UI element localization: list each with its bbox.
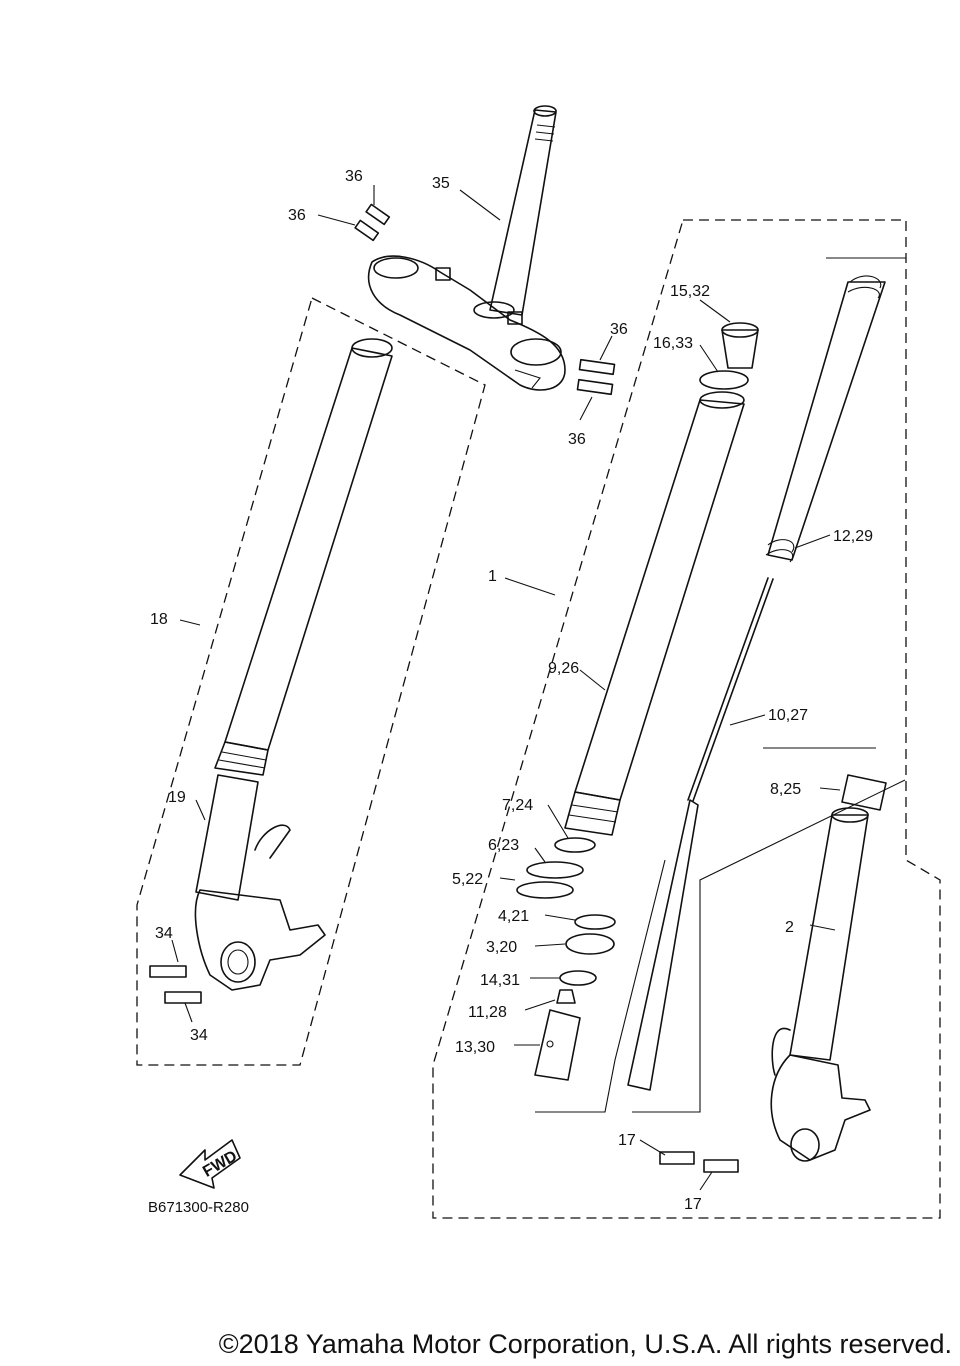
label-18: 18: [150, 611, 168, 628]
lower-guide-lines: [535, 257, 906, 1113]
label-5-22: 5,22: [452, 871, 483, 888]
label-34-top: 34: [155, 925, 173, 942]
label-15-32: 15,32: [670, 283, 710, 300]
label-17-bottom: 17: [684, 1196, 702, 1213]
label-4-21: 4,21: [498, 908, 529, 925]
left-fork-bottom-bracket: [194, 824, 326, 991]
label-36-top: 36: [345, 168, 363, 185]
diagram-reference-code: B671300-R280: [148, 1199, 249, 1216]
label-13-30: 13,30: [455, 1039, 495, 1056]
outer-fork-tube: [770, 774, 887, 1162]
label-35: 35: [432, 175, 450, 192]
steering-stem: [473, 105, 557, 319]
damper-rod: [627, 577, 774, 1091]
inner-fork-tube: [564, 391, 745, 836]
label-3-20: 3,20: [486, 939, 517, 956]
fork-cap-bolt: [699, 322, 759, 390]
label-1: 1: [488, 568, 497, 585]
copyright-notice: ©2018 Yamaha Motor Corporation, U.S.A. A…: [218, 1329, 952, 1359]
label-12-29: 12,29: [833, 528, 873, 545]
left-fork-assembly-outline: [136, 297, 486, 1066]
label-17-top: 17: [618, 1132, 636, 1149]
label-10-27: 10,27: [768, 707, 808, 724]
label-11-28: 11,28: [468, 1004, 507, 1021]
oil-lock-piece: [534, 1009, 581, 1081]
left-fork-tube: [195, 338, 393, 901]
label-6-23: 6,23: [488, 837, 519, 854]
oil-seal-stack: [516, 837, 616, 1004]
label-9-26: 9,26: [548, 660, 579, 677]
under-bracket: [367, 255, 566, 391]
bracket-bolts: [354, 203, 616, 396]
label-14-31: 14,31: [480, 972, 520, 989]
left-caliper-bolts: [149, 965, 202, 1004]
right-fork-assembly-outline: [432, 219, 941, 1219]
label-8-25: 8,25: [770, 781, 801, 798]
label-2: 2: [785, 919, 794, 936]
fwd-arrow-icon: FWD: [179, 1139, 241, 1189]
front-fork-exploded-diagram: FWD 35 36 36 36 36 15,32 16,33 12,29 1 1…: [136, 105, 941, 1219]
leader-lines: [171, 185, 841, 1191]
label-7-24: 7,24: [502, 797, 533, 814]
label-36-right-upper: 36: [610, 321, 628, 338]
fork-spring: [765, 275, 886, 563]
label-36-right-lower: 36: [568, 431, 586, 448]
label-36-left: 36: [288, 207, 306, 224]
label-16-33: 16,33: [653, 335, 693, 352]
label-19: 19: [168, 789, 186, 806]
fwd-label: FWD: [200, 1148, 240, 1181]
axle-bolts: [659, 1151, 739, 1173]
label-34-bottom: 34: [190, 1027, 208, 1044]
